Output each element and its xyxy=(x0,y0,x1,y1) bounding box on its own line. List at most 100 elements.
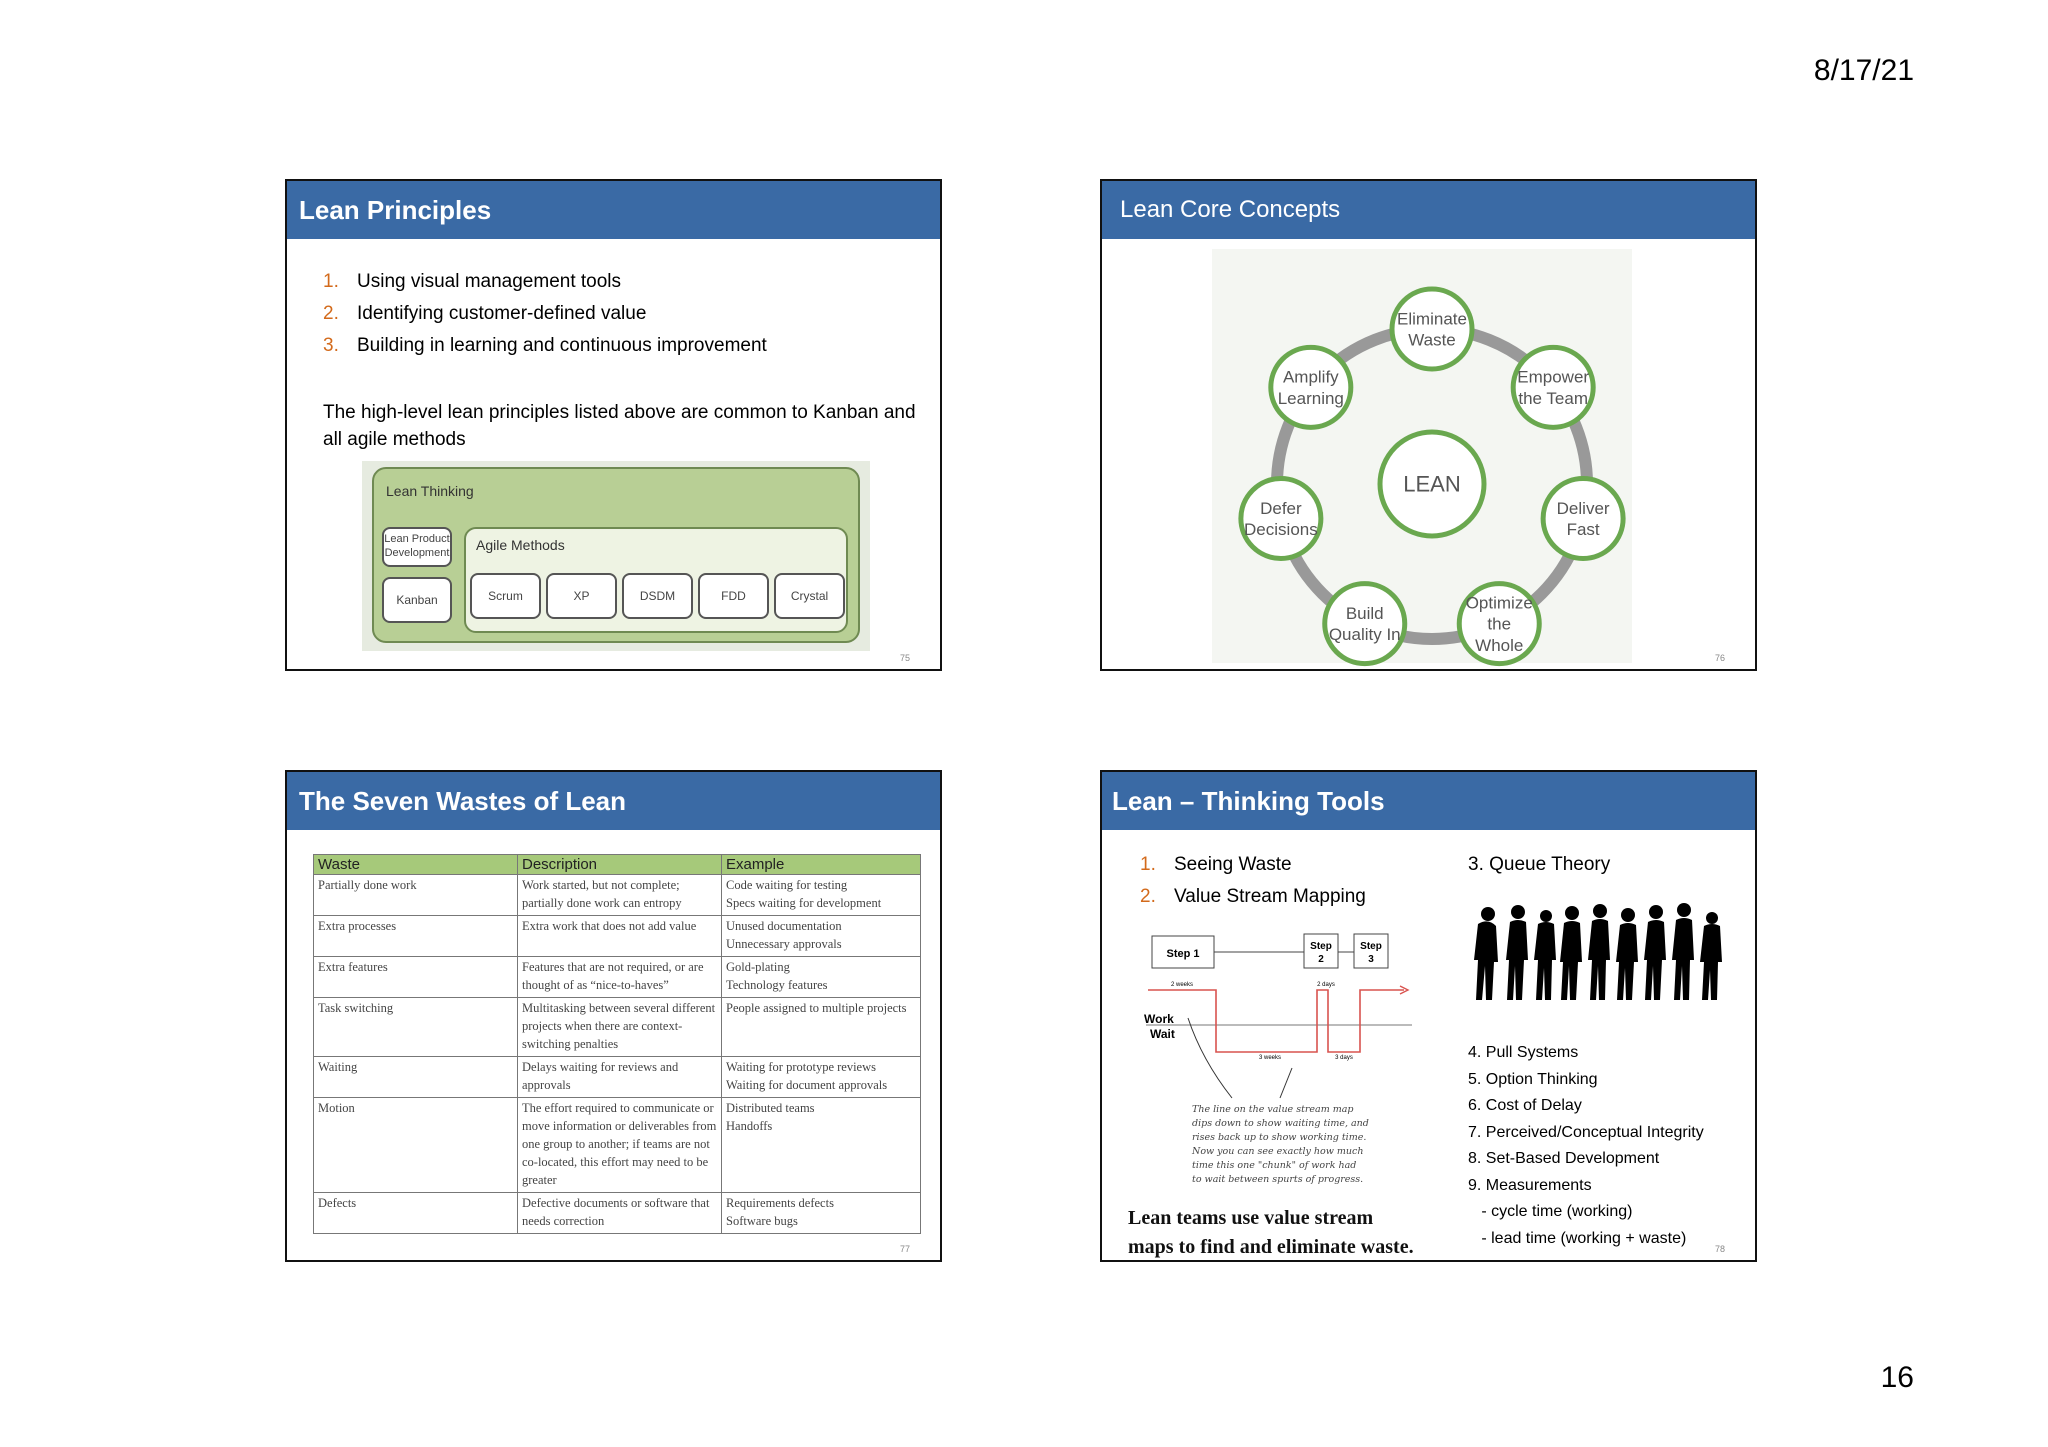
lean-center-node: LEAN xyxy=(1377,429,1487,539)
table-cell: The effort required to communicate or mo… xyxy=(517,1097,722,1193)
concept-circle xyxy=(1322,581,1408,667)
list-number: 2. xyxy=(323,303,339,324)
list-text: Seeing Waste xyxy=(1174,854,1292,875)
person-silhouette xyxy=(1474,907,1498,1000)
concept-label: Deliver xyxy=(1557,499,1610,518)
table-header-row: Waste Description Example xyxy=(313,854,921,875)
wait-label: Wait xyxy=(1150,1027,1175,1041)
list-item: 2.Identifying customer-defined value xyxy=(323,303,767,335)
caption-line: maps to find and eliminate waste. xyxy=(1128,1236,1414,1258)
agile-method-xp: XP xyxy=(546,573,617,619)
wastes-table: Waste Description Example Partially done… xyxy=(313,854,921,1234)
concept-circle xyxy=(1389,286,1475,372)
table-cell: Defective documents or software that nee… xyxy=(517,1192,722,1234)
list-number: 2. xyxy=(1140,886,1156,907)
list-item: 8. Set-Based Development xyxy=(1468,1150,1660,1167)
lean-thinking-box: Lean Thinking Lean Product Development K… xyxy=(372,467,860,643)
person-silhouette xyxy=(1506,905,1528,1000)
list-number: 1. xyxy=(323,271,339,292)
list-item: 3.Building in learning and continuous im… xyxy=(323,335,767,367)
column-header: Waste xyxy=(313,854,518,875)
caption-line: Lean teams use value stream xyxy=(1128,1207,1374,1229)
agile-methods-label: Agile Methods xyxy=(476,537,565,553)
person-silhouette xyxy=(1700,912,1722,1000)
table-cell: Gold-plating Technology features xyxy=(721,956,921,998)
timeline-line xyxy=(1148,989,1404,1053)
column-header: Description xyxy=(517,854,722,875)
concept-label: Optimize xyxy=(1466,593,1533,612)
step2-box xyxy=(1303,933,1339,969)
duration-label: 2 weeks xyxy=(1171,982,1193,988)
person-silhouette xyxy=(1560,906,1582,1000)
tools-list: 1.Seeing Waste 2.Value Stream Mapping xyxy=(1140,854,1366,918)
agile-method-dsdm: DSDM xyxy=(622,573,693,619)
concept-label: Learning xyxy=(1278,389,1344,408)
list-item: 1.Seeing Waste xyxy=(1140,854,1366,886)
concept-label: Fast xyxy=(1567,520,1600,539)
slide-number: 75 xyxy=(899,653,910,663)
slide-seven-wastes: The Seven Wastes of Lean Waste Descripti… xyxy=(285,770,942,1262)
concept-circle xyxy=(1238,475,1324,561)
list-number: 3. xyxy=(323,335,339,356)
concept-label: the xyxy=(1487,615,1511,634)
concept-circle xyxy=(1377,429,1487,539)
queue-theory-heading: 3. Queue Theory xyxy=(1468,854,1611,875)
list-item: - lead time (working + waste) xyxy=(1468,1229,1687,1247)
list-item: 7. Perceived/Conceptual Integrity xyxy=(1468,1123,1704,1141)
table-cell: Task switching xyxy=(313,997,518,1057)
annotation-arrow xyxy=(1279,1067,1293,1099)
list-text: Using visual management tools xyxy=(357,271,622,292)
principles-paragraph: The high-level lean principles listed ab… xyxy=(323,402,916,450)
concept-circle xyxy=(1510,344,1596,430)
table-cell: Extra features xyxy=(313,956,518,998)
table-cell: Unused documentation Unnecessary approva… xyxy=(721,915,921,957)
step3-box xyxy=(1353,933,1389,969)
duration-label: 3 weeks xyxy=(1259,1055,1281,1061)
vsm-caption: Lean teams use value stream maps to find… xyxy=(1128,1204,1414,1260)
concept-label: Defer xyxy=(1260,499,1302,518)
page-number: 16 xyxy=(1880,1361,1914,1394)
agile-method-crystal: Crystal xyxy=(774,573,845,619)
concept-label: Decisions xyxy=(1244,520,1318,539)
principles-list: 1. Using visual management tools 2.Identi… xyxy=(323,271,767,367)
slide-title: Lean Core Concepts xyxy=(1102,181,1755,239)
list-item: 9. Measurements xyxy=(1468,1176,1592,1194)
step3-label: Step xyxy=(1360,941,1382,952)
person-silhouette xyxy=(1588,904,1610,1000)
table-cell: Extra processes xyxy=(313,915,518,957)
concept-label: LEAN xyxy=(1403,472,1460,497)
table-cell: Partially done work xyxy=(313,874,518,916)
slide-title: The Seven Wastes of Lean xyxy=(287,772,940,830)
table-cell: Multitasking between several different p… xyxy=(517,997,722,1057)
vsm-note-line: to wait between spurts of progress. xyxy=(1192,1174,1363,1185)
step1-label: Step 1 xyxy=(1166,948,1199,960)
slide-title: Lean Principles xyxy=(287,181,940,239)
list-item: - cycle time (working) xyxy=(1468,1203,1633,1220)
lean-thinking-figure: Lean Thinking Lean Product Development K… xyxy=(362,461,870,651)
value-stream-map: Step 1 Step 2 Step 3 2 weeks 2 days 3 we… xyxy=(1144,933,1412,1185)
lean-product-development-box: Lean Product Development xyxy=(382,527,452,567)
duration-label: 3 days xyxy=(1335,1055,1353,1061)
slide-number: 78 xyxy=(1714,1244,1725,1254)
person-silhouette xyxy=(1616,908,1638,1000)
list-item: 1. Using visual management tools xyxy=(323,271,767,303)
slide-number: 76 xyxy=(1714,653,1725,663)
concept-label: Quality In xyxy=(1329,625,1401,644)
slide-thinking-tools: Lean – Thinking Tools 1.Seeing Waste 2.V… xyxy=(1100,770,1757,1262)
work-label: Work xyxy=(1144,1012,1174,1026)
vsm-note-line: Now you can see exactly how much xyxy=(1191,1146,1363,1157)
table-cell: Extra work that does not add value xyxy=(517,915,722,957)
step2-number: 2 xyxy=(1318,954,1324,965)
